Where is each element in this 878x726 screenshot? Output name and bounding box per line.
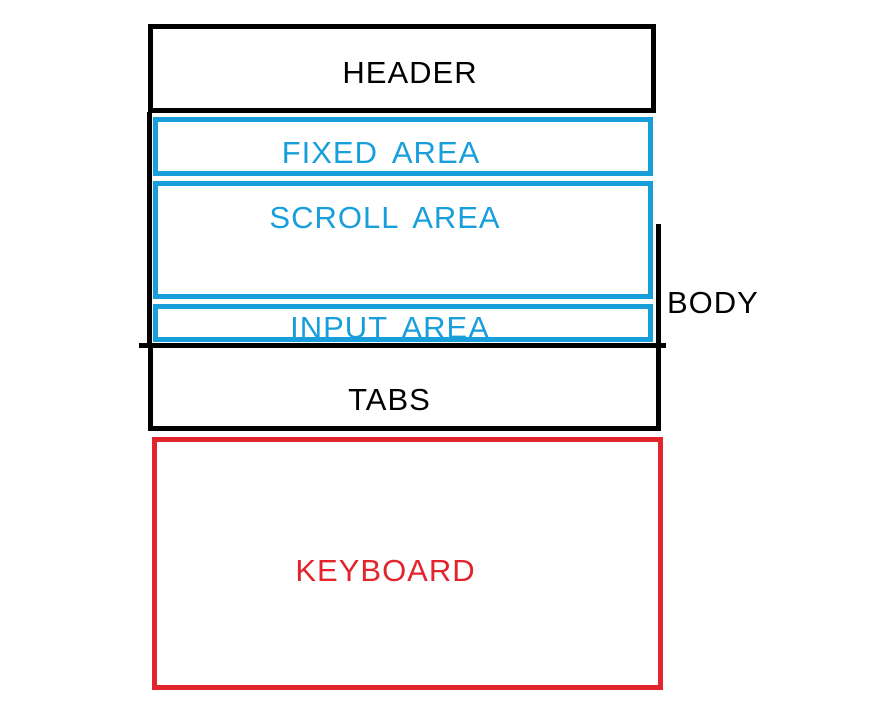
body-label: BODY [667,285,759,320]
fixed-area-box: FIXED AREA [153,117,653,176]
input-area-box: INPUT AREA [153,304,653,345]
header-box: HEADER [148,24,656,113]
input-area-label: INPUT AREA [290,309,490,345]
tabs-label: TABS [348,381,431,417]
body-right-border-line [656,224,661,344]
scroll-area-label: SCROLL AREA [269,200,501,235]
body-left-border-line [147,112,152,344]
keyboard-box: KEYBOARD [152,437,663,690]
keyboard-label: KEYBOARD [295,553,476,588]
tabs-box: TABS [148,343,661,431]
header-label: HEADER [342,55,478,90]
fixed-area-label: FIXED AREA [281,135,481,170]
scroll-area-box: SCROLL AREA [153,181,653,299]
